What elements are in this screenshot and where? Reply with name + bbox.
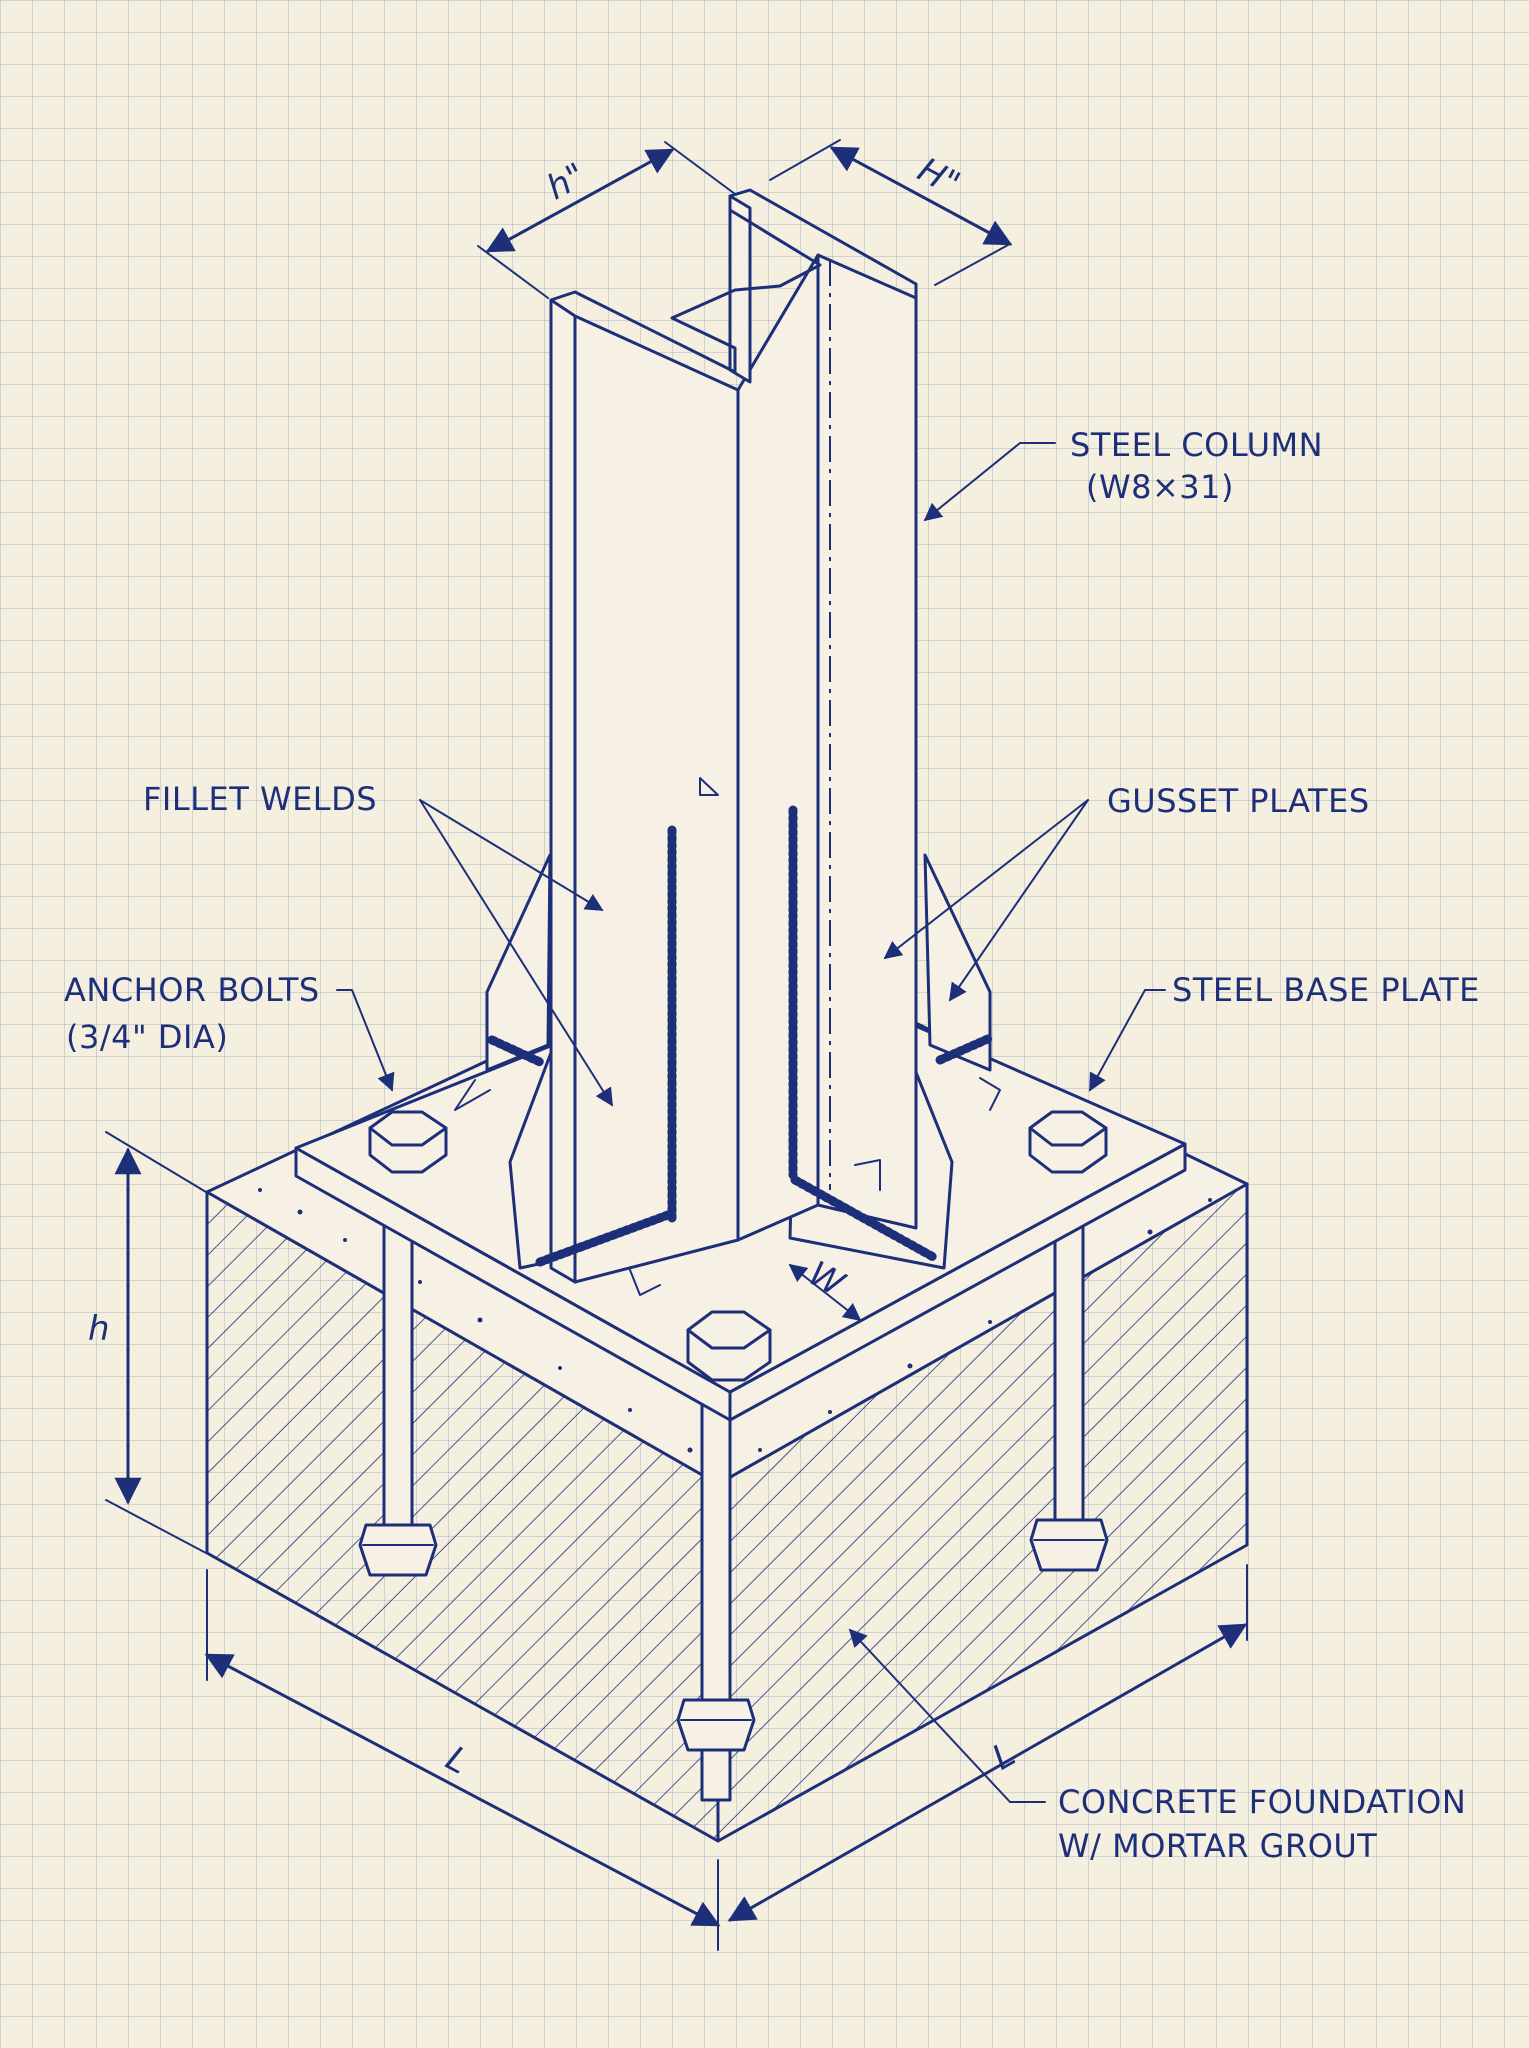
label-concrete-foundation: CONCRETE FOUNDATION bbox=[1058, 1783, 1466, 1821]
fillet-welds bbox=[487, 805, 995, 1267]
label-concrete-foundation-note: W/ MORTAR GROUT bbox=[1058, 1827, 1377, 1865]
hex-nut-front bbox=[686, 1310, 772, 1382]
column-top-profile bbox=[549, 188, 918, 374]
weld-base-left bbox=[535, 1210, 673, 1267]
leader-anchor-bolts bbox=[336, 989, 395, 1092]
label-anchor-bolts-size: (3/4" DIA) bbox=[66, 1018, 228, 1056]
weld-base-right bbox=[790, 1175, 940, 1263]
grout-speckles bbox=[258, 1188, 1212, 1453]
weld-symbols bbox=[454, 777, 1001, 1296]
dimension-column-depth bbox=[769, 139, 1013, 286]
dimension-foundation-length-left bbox=[204, 1569, 721, 1951]
dimension-foundation-height bbox=[105, 1131, 207, 1554]
label-anchor-bolts: ANCHOR BOLTS bbox=[64, 971, 320, 1009]
dim-label-foundation-length-left: L bbox=[439, 1739, 475, 1783]
dim-label-foundation-height: h bbox=[88, 1309, 110, 1349]
dimension-foundation-length-right bbox=[727, 1564, 1248, 1922]
bolt-shaft-left bbox=[382, 1218, 414, 1542]
column-left-flange-face bbox=[573, 314, 740, 1284]
leader-gusset-plates bbox=[883, 799, 1089, 1002]
label-steel-column-size: (W8×31) bbox=[1086, 468, 1234, 506]
label-steel-base-plate: STEEL BASE PLATE bbox=[1172, 971, 1480, 1009]
weld-gusset-right bbox=[935, 1033, 995, 1065]
leader-steel-column bbox=[923, 442, 1056, 522]
dimension-flange-width bbox=[477, 141, 736, 299]
hex-nut-back-right bbox=[1028, 1110, 1108, 1174]
label-gusset-plates: GUSSET PLATES bbox=[1107, 782, 1370, 820]
column-left-flange-edge bbox=[549, 298, 577, 1284]
gusset-plate-back-right bbox=[923, 853, 992, 1072]
bolt-bottom-nut-left bbox=[358, 1523, 438, 1577]
leader-concrete-foundation bbox=[848, 1628, 1046, 1803]
column-right-flange-face bbox=[816, 253, 918, 1230]
hex-nut-back-left bbox=[368, 1110, 448, 1174]
bolt-bottom-nut-right bbox=[1029, 1518, 1109, 1572]
label-fillet-welds: FILLET WELDS bbox=[143, 780, 377, 818]
steel-column bbox=[549, 188, 918, 1284]
weld-gusset-left bbox=[487, 1035, 545, 1067]
dim-label-flange-width: h" bbox=[540, 155, 592, 208]
dimension-weld-size bbox=[788, 1263, 862, 1322]
leader-steel-base-plate bbox=[1089, 989, 1166, 1092]
bolt-shaft-right bbox=[1053, 1213, 1085, 1537]
label-steel-column: STEEL COLUMN bbox=[1070, 426, 1323, 464]
column-web bbox=[736, 253, 820, 1242]
bolt-bottom-nut-front bbox=[676, 1698, 756, 1752]
leader-fillet-welds bbox=[419, 799, 613, 1107]
gusset-plate-back-left bbox=[485, 853, 552, 1072]
